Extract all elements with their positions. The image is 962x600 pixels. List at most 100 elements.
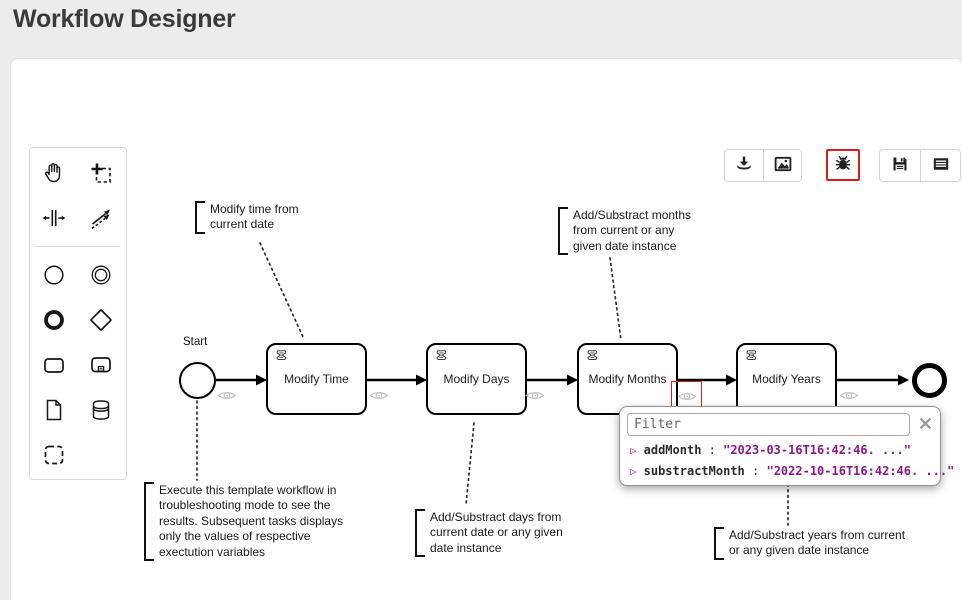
task-modify-days[interactable]: Modify Days [426,343,527,415]
bug-icon [834,154,852,177]
gateway-icon [88,307,114,333]
create-data-store[interactable] [77,387,124,432]
script-task-icon [743,349,759,369]
annotation-line: current date [210,217,275,232]
end-event[interactable] [912,363,947,398]
task-icon [42,353,66,377]
variable-value: "2022-10-16T16:42:46. ..." [766,464,955,478]
download-icon [735,155,753,176]
subprocess-icon [89,353,113,377]
create-intermediate-event[interactable] [77,252,124,297]
annotation-line: Add/Substract months [573,208,692,222]
form-icon [932,155,950,176]
annotation-execute-info[interactable]: Execute this template workflow in troubl… [144,482,344,562]
view-variables-eye-icon[interactable] [217,389,237,402]
save-button-group [879,149,961,182]
annotation-line: from current or any [573,223,675,238]
palette-separator [34,240,120,247]
task-modify-months[interactable]: Modify Months [577,343,678,415]
designer-canvas: Start Modify Time Modify Days Modify Mon… [10,58,962,600]
script-task-icon [584,349,600,369]
annotation-modify-days[interactable]: Add/Substract days from current date or … [415,509,563,558]
variable-row[interactable]: ▷ addMonth : "2023-03-16T16:42:46. ..." [630,443,911,457]
variable-name: substractMonth [643,464,745,478]
save-button[interactable] [880,150,920,181]
variable-name: addMonth [643,443,702,457]
start-event-icon [42,263,66,287]
expand-triangle-icon[interactable]: ▷ [630,465,637,478]
annotation-bracket [144,482,154,562]
data-object-icon [42,398,66,422]
annotation-line: or any given date instance [729,543,870,558]
space-tool[interactable] [30,195,77,240]
annotation-modify-years[interactable]: Add/Substract years from current or any … [714,527,905,560]
connect-icon [89,206,113,230]
create-subprocess[interactable] [77,342,124,387]
annotation-bracket [714,527,724,560]
variable-value: "2023-03-16T16:42:46. ..." [723,443,911,457]
end-event-icon [42,308,66,332]
create-task[interactable] [30,342,77,387]
start-event-label: Start [183,336,208,348]
close-icon[interactable]: ✕ [917,414,933,434]
space-tool-icon [42,206,66,230]
annotation-bracket [415,509,425,558]
annotation-line: Add/Substract years from current [729,528,906,542]
image-icon [774,155,792,176]
intermediate-event-icon [89,263,113,287]
script-task-icon [273,349,289,369]
debug-button[interactable] [826,149,860,181]
annotation-line: exectution variables [159,544,266,559]
variable-separator: : [744,464,767,478]
variables-popup: ✕ ▷ addMonth : "2023-03-16T16:42:46. ..."… [619,406,954,486]
bpmn-palette [29,147,127,480]
hand-icon [42,161,66,185]
filter-input[interactable] [627,413,910,436]
annotation-modify-months[interactable]: Add/Substract months from current or any… [558,207,692,256]
annotation-line: Execute this template workflow in [159,483,337,497]
expand-triangle-icon[interactable]: ▷ [630,444,637,457]
properties-button[interactable] [920,150,960,181]
annotation-modify-time[interactable]: Modify time from current date [195,201,299,234]
start-event[interactable] [179,362,216,399]
create-data-object[interactable] [30,387,77,432]
script-task-icon [433,349,449,369]
global-connect-tool[interactable] [77,195,124,240]
annotation-line: Modify time from [210,202,299,216]
view-variables-eye-icon[interactable] [369,389,389,402]
create-end-event[interactable] [30,297,77,342]
download-button[interactable] [725,150,763,181]
annotation-line: current date or any given [430,525,563,540]
eye-highlight-box [671,381,702,407]
annotation-line: date instance [430,540,502,555]
lasso-icon [89,161,113,185]
view-variables-eye-icon[interactable] [525,389,545,402]
variable-row[interactable]: ▷ substractMonth : "2022-10-16T16:42:46. … [630,464,954,478]
view-variables-eye-icon[interactable] [839,389,859,402]
create-gateway[interactable] [77,297,124,342]
variable-separator: : [701,443,724,457]
hand-tool[interactable] [30,150,77,195]
annotation-line: Add/Substract days from [430,510,562,524]
annotation-line: troubleshooting mode to see the [159,498,331,513]
lasso-tool[interactable] [77,150,124,195]
task-label: Modify Time [284,372,349,386]
task-label: Modify Years [752,372,821,386]
export-button-group [724,149,802,182]
annotation-line: results. Subsequent tasks displays [159,513,344,528]
task-modify-time[interactable]: Modify Time [266,343,367,415]
page-title: Workflow Designer [13,5,236,33]
task-modify-years[interactable]: Modify Years [736,343,837,415]
annotation-bracket [558,207,568,256]
export-image-button[interactable] [763,150,801,181]
annotation-bracket [195,201,205,234]
annotation-line: given date instance [573,238,677,253]
create-start-event[interactable] [30,252,77,297]
task-label: Modify Months [588,372,667,386]
create-group[interactable] [30,432,77,477]
task-label: Modify Days [443,372,510,386]
view-variables-eye-icon-active[interactable] [677,390,697,403]
data-store-icon [89,398,113,422]
group-icon [42,443,66,467]
